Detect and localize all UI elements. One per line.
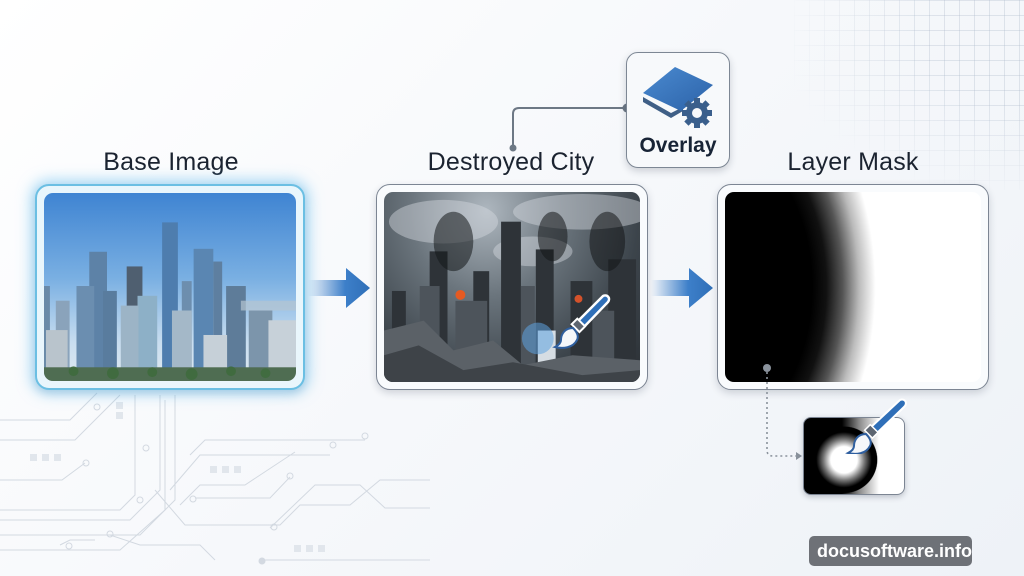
city-skyline-illustration — [44, 222, 296, 381]
base-city-image — [44, 193, 296, 381]
layers-gear-icon — [643, 67, 713, 128]
destroyed-city-card[interactable] — [376, 184, 648, 390]
stage-title-base: Base Image — [103, 148, 239, 176]
stage-title-mask: Layer Mask — [787, 148, 919, 176]
destroyed-city-image — [384, 192, 640, 382]
overlay-label: Overlay — [639, 134, 717, 157]
background-grid — [794, 0, 1024, 190]
mask-detail-dotted-arrow — [763, 364, 802, 460]
paintbrush-icon — [845, 398, 907, 454]
mask-brush-detail-card[interactable] — [803, 417, 905, 495]
layer-mask-card[interactable] — [717, 184, 989, 390]
paintbrush-icon — [552, 294, 611, 349]
layer-mask-gradient — [725, 192, 981, 382]
overlay-badge[interactable]: Overlay — [626, 52, 730, 168]
circuit-decoration — [0, 392, 430, 565]
watermark: docusoftware.info — [809, 536, 972, 566]
arrow-base-to-destroyed — [308, 268, 370, 308]
base-image-card[interactable] — [35, 184, 305, 390]
overlay-connector-line — [509, 103, 632, 152]
ruined-city-illustration — [384, 193, 640, 382]
stage-title-destroyed: Destroyed City — [427, 148, 595, 176]
arrow-destroyed-to-mask — [651, 268, 713, 308]
